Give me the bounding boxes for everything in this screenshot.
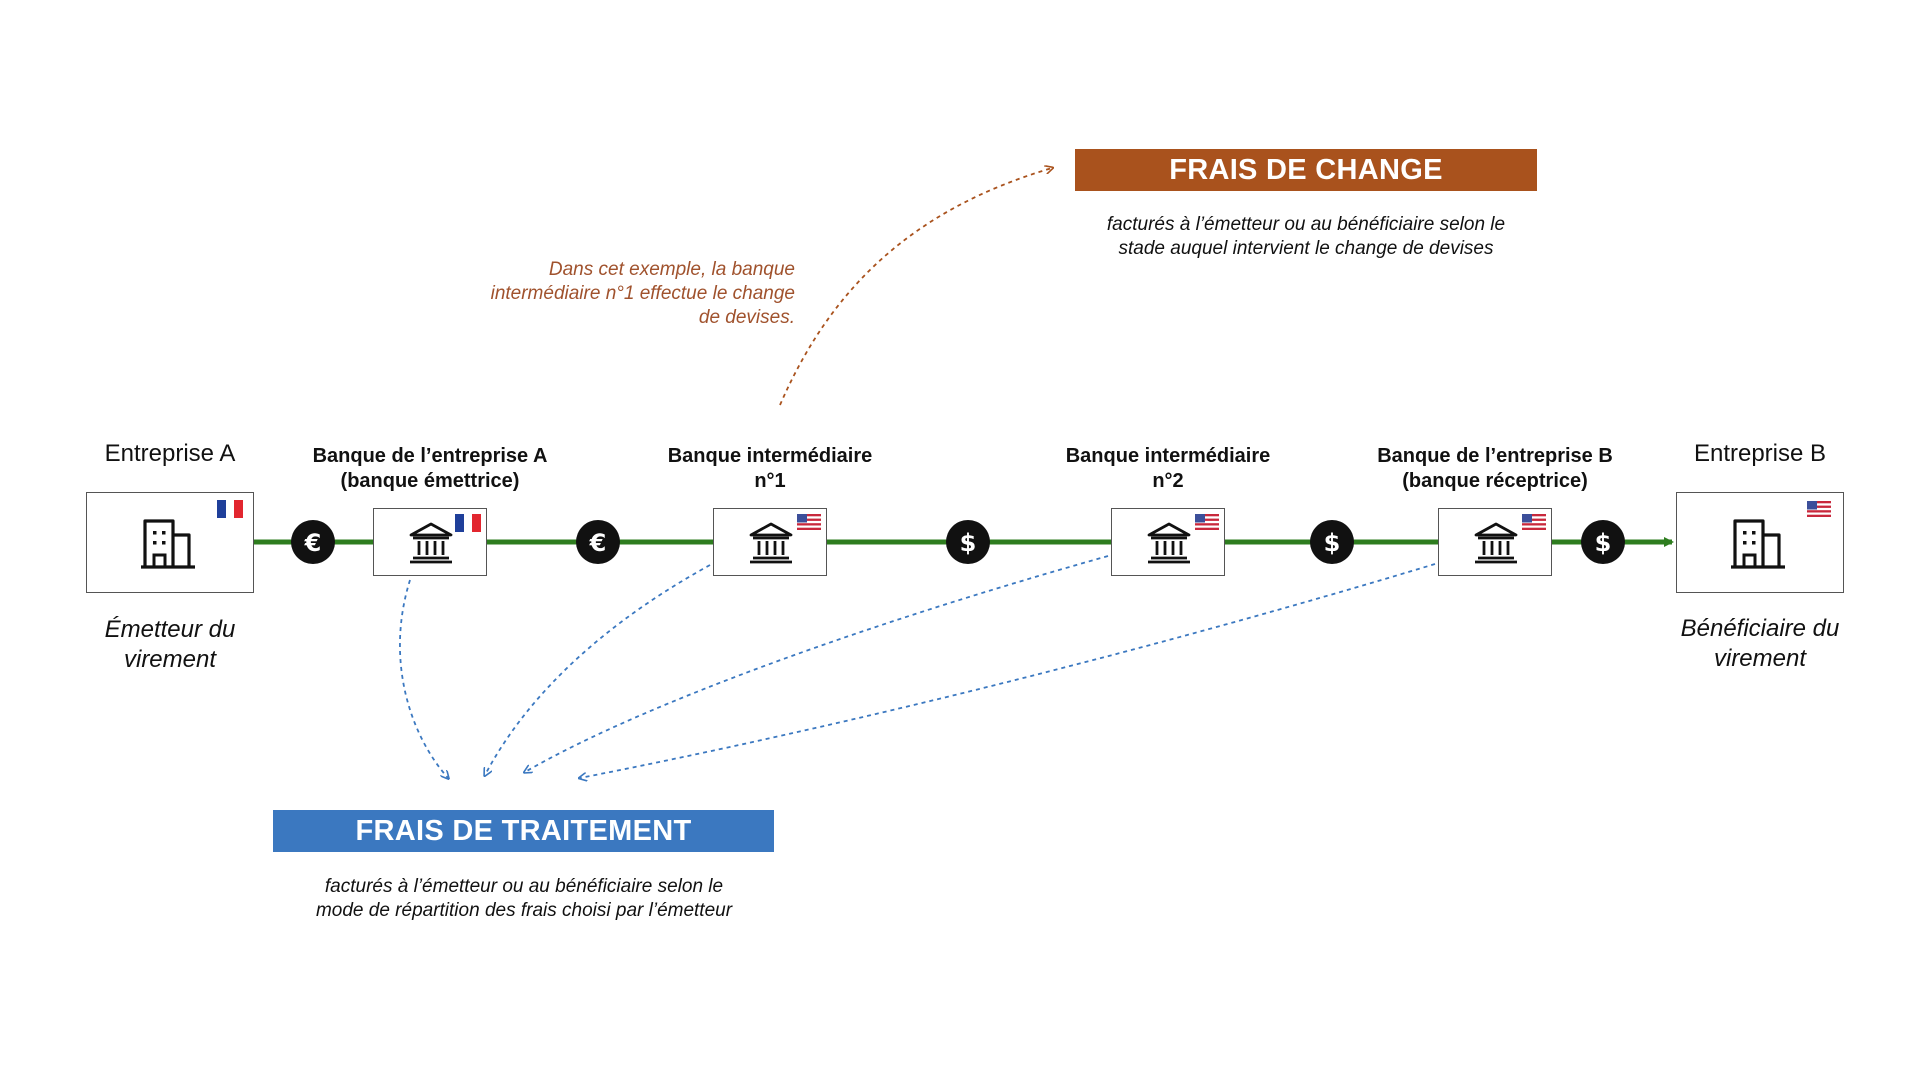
currency-coin-1: € — [291, 520, 335, 564]
bank-2-label: Banque intermédiaire n°1 — [667, 445, 873, 492]
bank-4-label: Banque de l’entreprise B (banque réceptr… — [1377, 445, 1613, 492]
us-flag — [797, 514, 821, 530]
svg-text:€: € — [589, 529, 607, 557]
bank-icon — [409, 522, 453, 564]
processing-fee-arrow-bank-1 — [399, 579, 448, 778]
currency-coin-5: $ — [1581, 520, 1625, 564]
bank-3-label: Banque intermédiaire n°2 — [1065, 445, 1271, 492]
currency-coin-2: € — [576, 520, 620, 564]
svg-text:€: € — [304, 529, 322, 557]
building-icon — [141, 519, 195, 569]
svg-text:$: $ — [1595, 529, 1612, 557]
svg-text:$: $ — [1324, 529, 1341, 557]
us-flag — [1807, 501, 1831, 517]
bank-2-box — [713, 508, 827, 576]
bank-icon — [1147, 522, 1191, 564]
bank-icon — [1474, 522, 1518, 564]
processing-fee-arrow-bank-2 — [485, 564, 711, 775]
bank-1-box — [373, 508, 487, 576]
processing-fee-arrow-bank-4 — [580, 563, 1436, 778]
us-flag — [1195, 514, 1219, 530]
company-b-box — [1676, 492, 1844, 593]
company-b-name: Entreprise B — [1693, 440, 1827, 467]
bank-icon — [749, 522, 793, 564]
exchange-note: Dans cet exemple, la banque intermédiair… — [490, 259, 795, 328]
currency-coin-4: $ — [1310, 520, 1354, 564]
svg-text:$: $ — [960, 529, 977, 557]
us-flag — [1522, 514, 1546, 530]
currency-coin-3: $ — [946, 520, 990, 564]
bank-3-box — [1111, 508, 1225, 576]
exchange-fee-description: facturés à l’émetteur ou au bénéficiaire… — [1106, 214, 1506, 259]
bank-1-label: Banque de l’entreprise A (banque émettri… — [312, 445, 548, 492]
company-a-role: Émetteur du virement — [104, 616, 236, 673]
company-a-name: Entreprise A — [104, 440, 236, 467]
bank-4-box — [1438, 508, 1552, 576]
fr-flag — [217, 500, 243, 518]
building-icon — [1731, 519, 1785, 569]
exchange-fee-arrow — [779, 168, 1052, 406]
processing-fee-arrow-bank-3 — [525, 555, 1109, 772]
exchange-fee-banner: FRAIS DE CHANGE — [1075, 149, 1537, 191]
fr-flag — [455, 514, 481, 532]
processing-fee-description: facturés à l’émetteur ou au bénéficiaire… — [315, 876, 733, 921]
company-b-role: Bénéficiaire du virement — [1680, 615, 1840, 672]
processing-fee-banner: FRAIS DE TRAITEMENT — [273, 810, 774, 852]
company-a-box — [86, 492, 254, 593]
